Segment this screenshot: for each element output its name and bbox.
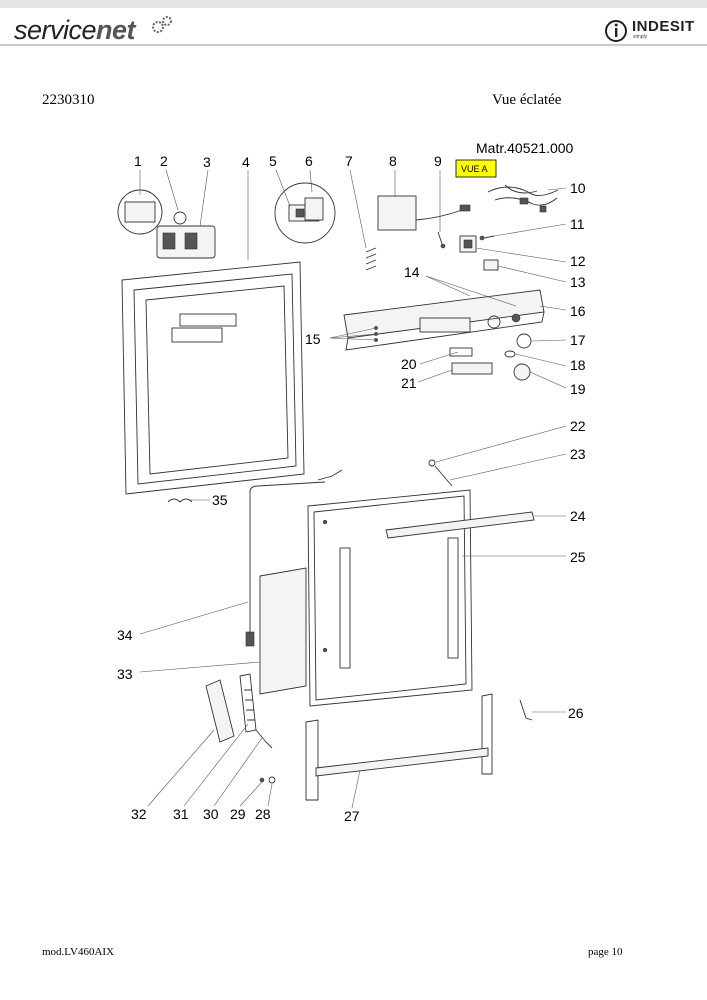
sensor-part — [437, 231, 446, 249]
indesit-logo-icon — [605, 20, 627, 42]
brand-service: service — [14, 15, 97, 45]
callout-25: 25 — [570, 549, 586, 565]
callout-26: 26 — [568, 705, 584, 721]
bottom-small-parts — [205, 673, 276, 784]
callout-28: 28 — [255, 806, 271, 822]
footer-model: mod.LV460AIX — [42, 946, 115, 958]
callout-21: 21 — [401, 375, 417, 391]
callout-29: 29 — [230, 806, 246, 822]
clip-set — [365, 247, 377, 271]
callout-18: 18 — [570, 357, 586, 373]
leader-lines — [139, 169, 567, 809]
header-top-band — [0, 0, 707, 8]
hinge-assembly — [305, 693, 533, 801]
gear-icon — [152, 16, 172, 33]
door-lock-assembly — [117, 189, 216, 259]
indesit-tagline: simply — [633, 34, 648, 40]
callout-17: 17 — [570, 332, 586, 348]
callout-numbers: 1 2 3 4 5 6 7 8 9 10 11 12 13 14 15 16 1… — [117, 153, 586, 824]
vue-a-label: VUE A — [461, 164, 488, 174]
callout-11: 11 — [570, 216, 585, 232]
callout-13: 13 — [570, 274, 586, 290]
callout-10: 10 — [570, 180, 586, 196]
callout-16: 16 — [570, 303, 586, 319]
callout-27: 27 — [344, 808, 360, 824]
hinge-clip — [167, 498, 193, 503]
callout-15: 15 — [305, 331, 321, 347]
outer-door-panel — [307, 489, 473, 707]
door-module-assembly — [274, 182, 336, 244]
matricule-label: Matr.40521.000 — [476, 140, 574, 156]
callout-31: 31 — [173, 806, 189, 822]
callout-32: 32 — [131, 806, 147, 822]
door-cable — [245, 469, 343, 647]
handle-parts — [385, 459, 535, 539]
document-title: Vue éclatée — [492, 92, 562, 108]
callout-8: 8 — [389, 153, 397, 169]
callout-7: 7 — [345, 153, 353, 169]
document-code: 2230310 — [42, 92, 95, 108]
callout-35: 35 — [212, 492, 228, 508]
callout-4: 4 — [242, 154, 250, 170]
callout-24: 24 — [570, 508, 586, 524]
callout-23: 23 — [570, 446, 586, 462]
brand-net: net — [96, 15, 136, 45]
connector-parts — [459, 235, 499, 271]
header-divider — [0, 44, 707, 46]
callout-2: 2 — [160, 153, 168, 169]
callout-5: 5 — [269, 153, 277, 169]
footer-page-number: page 10 — [588, 946, 623, 958]
servicenet-logo: servicenet — [14, 15, 136, 46]
callout-1: 1 — [134, 153, 142, 169]
control-panel — [343, 289, 545, 351]
callout-12: 12 — [570, 253, 586, 269]
inner-door-panel — [121, 261, 305, 495]
callout-3: 3 — [203, 154, 211, 170]
callout-6: 6 — [305, 153, 313, 169]
callout-33: 33 — [117, 666, 133, 682]
vue-a-badge — [455, 159, 497, 178]
wiring-harness — [487, 184, 559, 213]
callout-9: 9 — [434, 153, 442, 169]
indesit-wordmark: INDESIT — [632, 18, 695, 35]
knob-parts — [449, 333, 532, 381]
callout-22: 22 — [570, 418, 586, 434]
callout-34: 34 — [117, 627, 133, 643]
callout-30: 30 — [203, 806, 219, 822]
insulation-panel — [259, 567, 307, 695]
electronic-board — [377, 195, 471, 231]
callout-20: 20 — [401, 356, 417, 372]
callout-19: 19 — [570, 381, 586, 397]
callout-14: 14 — [404, 264, 420, 280]
